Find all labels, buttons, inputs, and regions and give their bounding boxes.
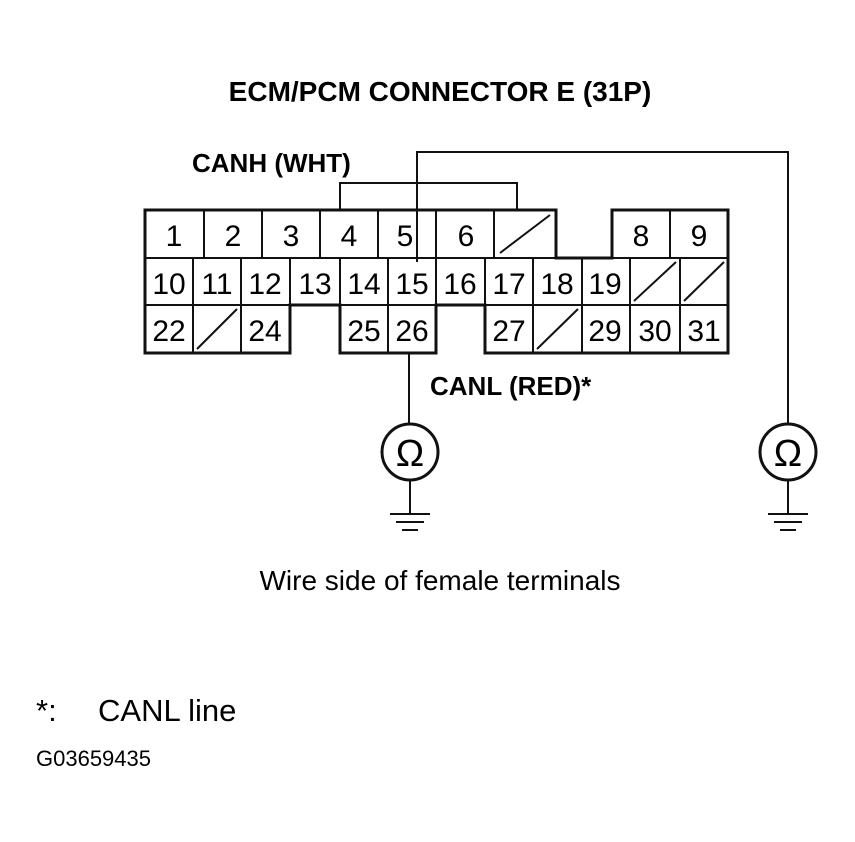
row2-dividers bbox=[192, 258, 681, 305]
pin-8: 8 bbox=[633, 220, 650, 253]
ohmmeter-left: Ω bbox=[380, 422, 440, 531]
diagram-title: ECM/PCM CONNECTOR E (31P) bbox=[229, 76, 652, 107]
pin-6: 6 bbox=[458, 220, 475, 253]
pin-4: 4 bbox=[341, 220, 358, 253]
canh-probe-wire bbox=[416, 151, 789, 424]
pin-26: 26 bbox=[395, 315, 428, 348]
pin-18: 18 bbox=[540, 268, 573, 301]
pin-29: 29 bbox=[588, 315, 621, 348]
pin-16: 16 bbox=[443, 268, 476, 301]
row1-dividers bbox=[203, 210, 671, 258]
pin-27: 27 bbox=[492, 315, 525, 348]
pin-10: 10 bbox=[152, 268, 185, 301]
canl-label: CANL (RED)* bbox=[430, 371, 592, 401]
pin-3: 3 bbox=[283, 220, 300, 253]
ohmmeter-right: Ω bbox=[758, 422, 818, 531]
pin-9: 9 bbox=[691, 220, 708, 253]
pins-row3: 22 24 25 26 27 29 30 31 bbox=[152, 315, 720, 348]
pin-25: 25 bbox=[347, 315, 380, 348]
pin-14: 14 bbox=[347, 268, 380, 301]
footnote-text: CANL line bbox=[98, 693, 236, 728]
pin-12: 12 bbox=[248, 268, 281, 301]
pin-5: 5 bbox=[397, 220, 414, 253]
view-caption: Wire side of female terminals bbox=[259, 565, 620, 596]
figure-code: G03659435 bbox=[36, 746, 151, 771]
pin-17: 17 bbox=[492, 268, 525, 301]
pin-11: 11 bbox=[201, 268, 232, 301]
pins-row1: 1 2 3 4 5 6 8 9 bbox=[166, 220, 708, 253]
canh-label: CANH (WHT) bbox=[192, 148, 351, 178]
pin-1: 1 bbox=[166, 220, 183, 253]
pin-24: 24 bbox=[248, 315, 281, 348]
row3-dividers bbox=[192, 305, 681, 353]
footnote-symbol: *: bbox=[36, 693, 57, 728]
pins-row2: 10 11 12 13 14 15 16 17 18 19 bbox=[152, 268, 621, 301]
pin-15: 15 bbox=[395, 268, 428, 301]
unused-cavity-marks bbox=[196, 214, 725, 350]
connector-lock-tab bbox=[339, 182, 518, 210]
ohm-icon: Ω bbox=[396, 433, 424, 475]
ohm-icon: Ω bbox=[774, 433, 802, 475]
pin-13: 13 bbox=[298, 268, 331, 301]
pin-22: 22 bbox=[152, 315, 185, 348]
pin-19: 19 bbox=[588, 268, 621, 301]
pin-2: 2 bbox=[225, 220, 242, 253]
pin-30: 30 bbox=[638, 315, 671, 348]
pin-31: 31 bbox=[687, 315, 720, 348]
